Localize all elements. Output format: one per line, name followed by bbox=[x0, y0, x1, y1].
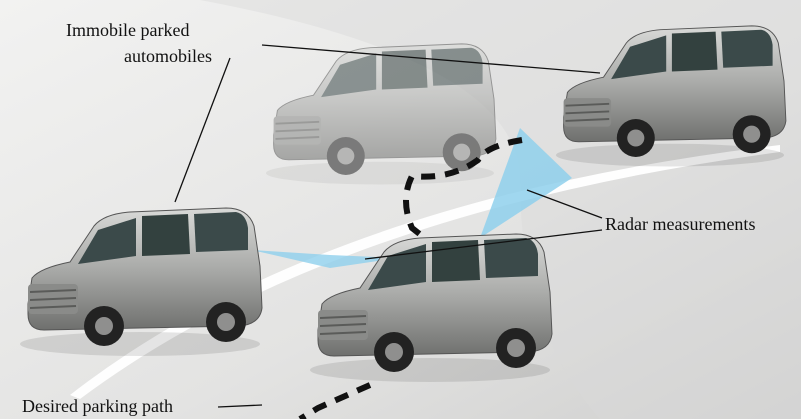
label-immobile-line1: Immobile parked bbox=[66, 20, 189, 41]
label-radar-measurements: Radar measurements bbox=[605, 214, 755, 235]
label-immobile-line2: automobiles bbox=[124, 46, 212, 67]
label-desired-parking-path: Desired parking path bbox=[22, 396, 173, 417]
